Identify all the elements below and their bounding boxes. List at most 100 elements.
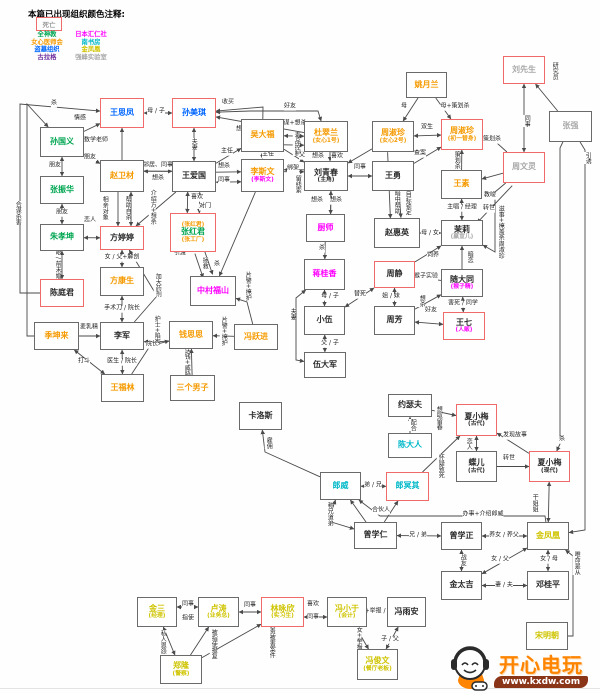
node-刘青春(主角): 刘青春(主角) xyxy=(304,161,348,191)
edge-label-杀: 杀 xyxy=(50,99,58,108)
edge-label-教唆: 教唆 xyxy=(483,191,497,200)
edge-label-雇佣: 雇佣 xyxy=(264,437,273,449)
node-金三(经理): 金三(经理) xyxy=(137,597,177,627)
edge-label-对门: 对门 xyxy=(198,202,212,211)
node-李斯文(李斯文): 李斯文(李斯文) xyxy=(241,159,284,192)
edge-label-引诱: 引诱 xyxy=(583,152,592,164)
edge-李斯文-中村福山 xyxy=(218,191,256,277)
edge-label-相亲对象: 相亲对象 xyxy=(100,196,109,220)
edge-label-干姐姐: 干姐姐 xyxy=(530,494,539,512)
edge-label-想杀: 想杀 xyxy=(151,174,165,183)
node-陈庭君: 陈庭君 xyxy=(40,279,84,307)
node-郎威: 郎威 xyxy=(320,472,361,500)
edge-label-女 / 父+解剖: 女 / 父+解剖 xyxy=(104,253,140,262)
edge-label-打斗: 打斗 xyxy=(77,357,91,366)
node-吴大福: 吴大福 xyxy=(241,119,284,152)
node-周芳: 周芳 xyxy=(374,306,415,335)
edge-label-同事: 同事 xyxy=(306,613,320,622)
edge-label-好友: 好友 xyxy=(424,306,438,315)
legend-item-女心医师会: 女心医师会 xyxy=(31,38,63,46)
edge-吴大福-孙美琪 xyxy=(215,106,264,120)
edge-label-女 / 母: 女 / 母 xyxy=(540,555,558,564)
edge-label-想杀: 想杀 xyxy=(311,152,325,161)
bottom-divider xyxy=(0,688,600,689)
edge-label-恋人: 恋人 xyxy=(83,216,97,225)
node-孙国义: 孙国义 xyxy=(40,127,84,157)
edge-王爱国-方婷婷 xyxy=(135,191,177,227)
edge-label-怀疑致死: 怀疑致死 xyxy=(436,454,445,478)
edge-label-同事: 同事 xyxy=(217,176,231,185)
edge-label-夫妻: 夫妻 xyxy=(288,308,297,320)
node-周静: 周静 xyxy=(374,261,415,288)
edge-label-合谋+想杀: 合谋+想杀 xyxy=(277,119,307,128)
edge-周文灵-茉莉 xyxy=(482,182,506,253)
edge-label-父 / 子: 父 / 子 xyxy=(321,339,339,348)
kxdw-mascot-icon xyxy=(451,646,489,691)
edge-孙国义-王思凤 xyxy=(83,123,101,132)
edge-label-想杀: 想杀 xyxy=(417,295,426,307)
edge-label-同事: 同事 xyxy=(522,115,531,127)
node-王七(人贩): 王七(人贩) xyxy=(443,312,485,340)
node-冯雨安: 冯雨安 xyxy=(387,597,426,627)
edge-张强-刘先生 xyxy=(535,83,559,112)
edge-label-想杀: 想杀 xyxy=(217,162,231,171)
node-中村福山: 中村福山 xyxy=(190,276,236,306)
edge-label-留线索: 留线索 xyxy=(293,175,302,193)
node-周文灵: 周文灵 xyxy=(503,152,545,183)
node-金太吉: 金太吉 xyxy=(441,571,482,600)
node-夏小梅(现代): 夏小梅(现代) xyxy=(529,451,570,482)
kxdw-brand: 开心电玩 xyxy=(499,652,584,677)
edge-label-朋友: 朋友 xyxy=(48,161,62,170)
edge-label-养女 / 养父: 养女 / 养父 xyxy=(489,531,519,540)
edge-王勇-赵惠英 xyxy=(398,190,403,218)
edge-张红君-中村福山 xyxy=(203,250,214,275)
edge-label-同事: 同事 xyxy=(243,601,257,610)
node-约瑟夫: 约瑟夫 xyxy=(388,394,432,417)
edge-label-战友: 战友 xyxy=(458,554,467,566)
edge-label-转世: 转世 xyxy=(482,204,496,213)
edge-label-夫妻: 夫妻 xyxy=(189,138,198,150)
node-张强: 张强 xyxy=(549,111,592,142)
edge-张强-金凤凰 xyxy=(568,141,586,535)
edge-label-母+策划杀: 母+策划杀 xyxy=(440,102,470,111)
node-姚月兰: 姚月兰 xyxy=(406,72,447,98)
edge-label-绑架: 绑架 xyxy=(286,164,300,173)
node-卢涛(业务总): 卢涛(业务总) xyxy=(198,597,239,627)
node-孙美琪: 孙美琪 xyxy=(172,98,216,128)
edge-label-想取留春: 想取留春 xyxy=(434,406,443,430)
node-蒋桂香: 蒋桂香 xyxy=(304,259,345,290)
edge-label-喜欢: 喜欢 xyxy=(190,193,204,202)
node-三个男子: 三个男子 xyxy=(170,375,215,401)
edge-王爱国-吴大福 xyxy=(215,148,242,164)
edge-夏小梅-夏小梅 xyxy=(496,432,530,454)
edge-label-妻 / 夫: 妻 / 夫 xyxy=(495,581,513,590)
edge-label-替死: 替死 xyxy=(353,290,367,299)
edge-label-合谋杀害: 合谋杀害 xyxy=(13,201,22,225)
node-王素: 王素 xyxy=(441,170,482,199)
edge-label-好友: 好友 xyxy=(283,102,297,111)
legend-item-盗墓组织: 盗墓组织 xyxy=(34,46,60,54)
edge-label-父: 父 xyxy=(298,151,306,160)
edge-label-私人恩怨: 私人恩怨 xyxy=(158,630,167,654)
legend-item-金凤凰: 金凤凰 xyxy=(81,46,101,54)
node-周淑珍(初一替身): 周淑珍(初一替身) xyxy=(441,119,483,150)
edge-label-恋人: 恋人 xyxy=(464,438,473,450)
edge-label-查案: 查案 xyxy=(413,149,427,158)
legend-item-强峰实验室: 强峰实验室 xyxy=(75,53,107,61)
edge-王勇-周淑珍 xyxy=(413,146,442,164)
node-王福林: 王福林 xyxy=(101,374,144,402)
node-李军: 李军 xyxy=(100,322,144,350)
edge-label-喜欢: 喜欢 xyxy=(306,600,320,609)
edge-label-拯救: 拯救 xyxy=(200,257,209,269)
edge-label-双生: 双生 xyxy=(420,123,434,132)
edge-label-姐 / 妹: 姐 / 妹 xyxy=(382,292,400,301)
edge-曾学仁-郎冥其 xyxy=(383,500,399,523)
node-钱思思: 钱思思 xyxy=(169,321,213,349)
edge-label-配合: 配合 xyxy=(408,419,417,431)
node-张振华: 张振华 xyxy=(40,176,84,204)
edge-label-唯命是从: 唯命是从 xyxy=(572,551,581,575)
edge-label-母: 母 xyxy=(400,102,408,111)
edge-label-研究员: 研究员 xyxy=(550,62,559,80)
